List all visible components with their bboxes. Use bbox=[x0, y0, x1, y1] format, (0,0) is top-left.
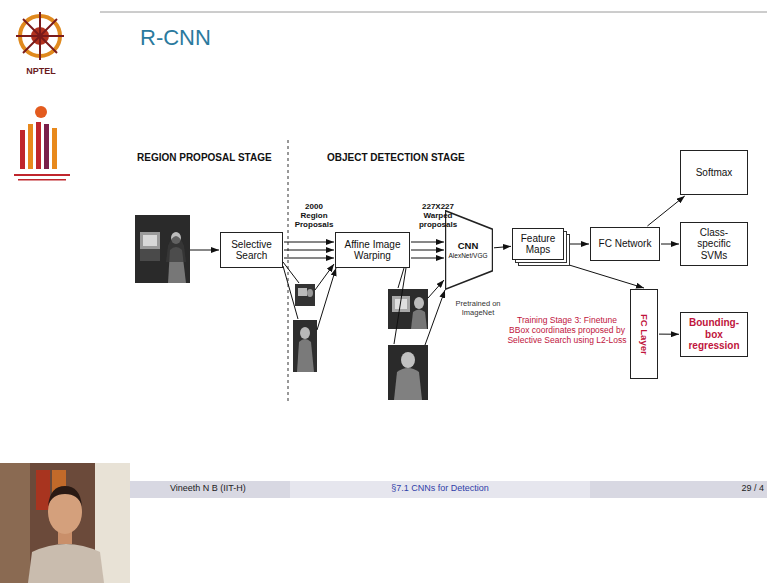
warped-proposal bbox=[388, 345, 428, 400]
nptel-logo bbox=[16, 12, 64, 60]
connector-arrow bbox=[284, 250, 334, 251]
connector-arrow bbox=[284, 242, 334, 243]
connector-arrow bbox=[556, 261, 644, 288]
connector-arrow bbox=[659, 334, 679, 335]
warped-proposal bbox=[388, 289, 428, 329]
logo-caption: NPTEL bbox=[10, 66, 72, 76]
node-text: FC Layer bbox=[639, 314, 650, 355]
stage-heading: OBJECT DETECTION STAGE bbox=[327, 152, 497, 164]
slide-title: R-CNN bbox=[140, 25, 211, 51]
output-box: Bounding-box regression bbox=[680, 312, 748, 357]
arrow-annotation: 2000 Region Proposals bbox=[291, 202, 337, 230]
page-number: 29 / 4 bbox=[732, 483, 764, 493]
fc-layer-box: FC Layer bbox=[630, 289, 658, 379]
node-text: Bounding-box regression bbox=[684, 317, 744, 352]
node-text: Softmax bbox=[696, 167, 733, 179]
connector-arrow bbox=[411, 242, 444, 243]
connector-arrow bbox=[661, 244, 679, 245]
node-text: Class-specific SVMs bbox=[684, 227, 744, 262]
iith-logo bbox=[14, 106, 70, 181]
output-box: Class-specific SVMs bbox=[680, 222, 748, 266]
connector-arrow bbox=[494, 246, 511, 247]
connector-arrow bbox=[565, 244, 589, 245]
output-box: Softmax bbox=[680, 150, 748, 195]
footer-section: §7.1 CNNs for Detection bbox=[340, 483, 540, 493]
proposal-thumbnail bbox=[293, 320, 317, 372]
process-box: FC Network bbox=[590, 227, 660, 261]
footer-author: Vineeth N B (IIT-H) bbox=[170, 483, 290, 493]
node-text: Selective Search bbox=[224, 239, 279, 262]
input-image bbox=[135, 215, 190, 283]
node-text: AlexNet/VGG bbox=[448, 252, 487, 259]
node-text: Feature Maps bbox=[516, 233, 560, 256]
node-text: Affine Image Warping bbox=[339, 239, 406, 262]
proposal-thumbnail bbox=[295, 284, 315, 306]
feature-map-stack: Feature Maps bbox=[512, 228, 564, 260]
connector-arrow bbox=[411, 250, 444, 251]
node-text: CNN bbox=[458, 241, 479, 252]
speaker-video bbox=[0, 463, 130, 583]
note-text: Pretrained on ImageNet bbox=[450, 300, 506, 317]
process-box: Selective Search bbox=[220, 232, 283, 268]
stage-heading: REGION PROPOSAL STAGE bbox=[137, 152, 287, 164]
connector-arrow bbox=[284, 258, 334, 259]
training-note: Training Stage 3: Finetune BBox coordina… bbox=[506, 316, 628, 345]
process-box: Affine Image Warping bbox=[335, 232, 410, 268]
arrow-annotation: 227X227 Warped proposals bbox=[413, 202, 463, 230]
node-text: FC Network bbox=[599, 238, 652, 250]
connector-arrow bbox=[411, 258, 444, 259]
